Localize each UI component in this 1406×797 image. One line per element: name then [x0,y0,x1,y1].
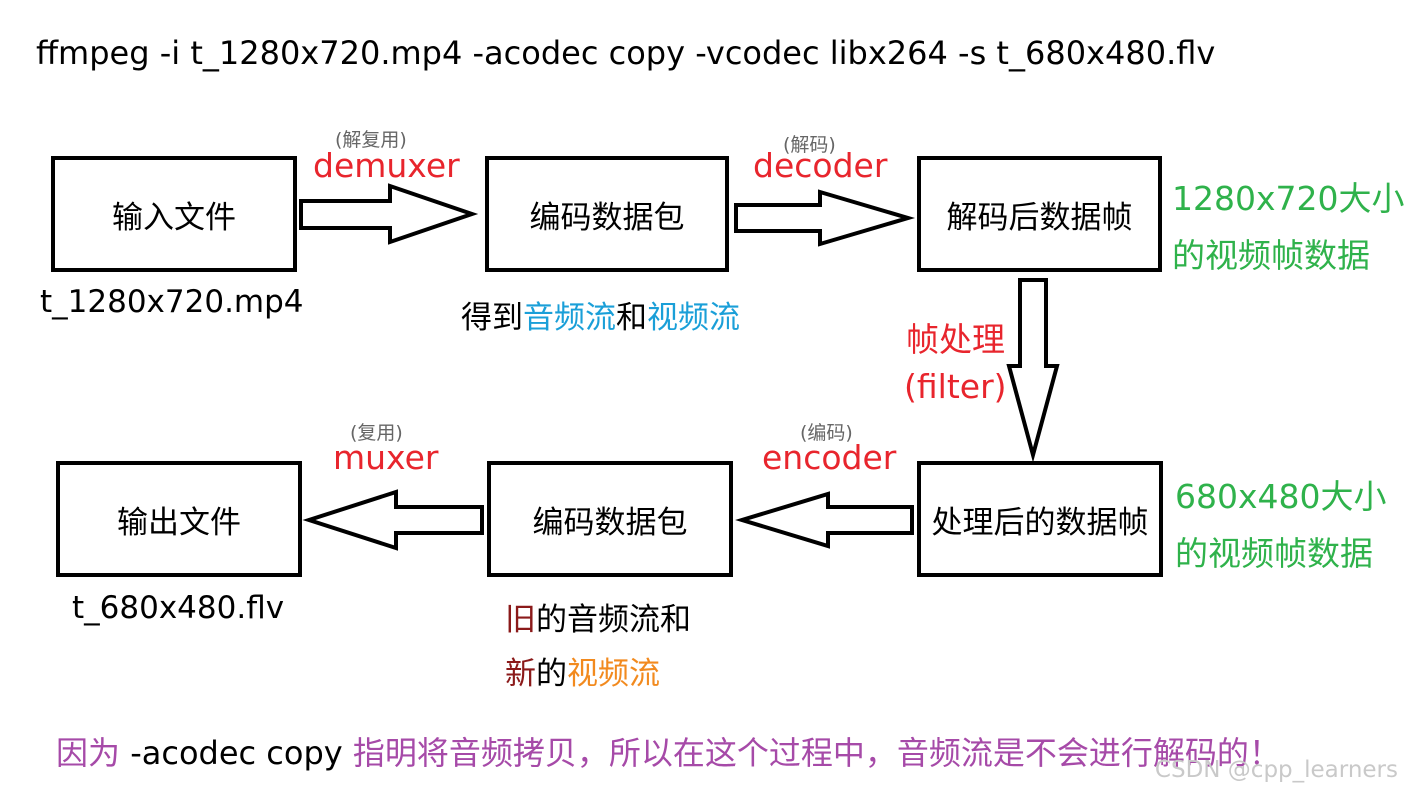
output-file-label: 输出文件 [117,504,241,541]
top-frame-size-line1: 1280x720大小 [1172,179,1405,218]
decoder-arrow [734,189,916,247]
note-part3: 指明将音频拷贝，所以在这个过程中，音频流是不会进行解码的！ [352,734,1281,772]
old-rest: 的音频流和 [536,602,691,638]
output-filename: t_680x480.flv [72,590,285,626]
old-char: 旧 [505,602,536,638]
bottom-frame-size-line1: 680x480大小 [1175,477,1387,516]
top-frame-size-line2: 的视频帧数据 [1172,236,1370,275]
processed-frames-label: 处理后的数据帧 [931,504,1149,541]
input-file-label: 输入文件 [112,199,236,236]
acodec-copy-note: 因为 -acodec copy 指明将音频拷贝，所以在这个过程中，音频流是不会进… [56,728,1281,774]
input-filename: t_1280x720.mp4 [40,284,304,320]
new-char: 新 [505,656,536,692]
encoder-label: encoder [762,438,897,477]
encoder-sub-label: (编码) [800,422,853,444]
muxer-label: muxer [333,438,439,477]
encoded-packets-bottom-label: 编码数据包 [532,504,688,541]
muxer-sub-label: (复用) [350,422,403,444]
got-and: 和 [616,300,647,336]
demuxer-arrow [299,183,479,245]
output-file-box: 输出文件 [56,461,302,577]
encoder-arrow [735,491,914,549]
new-video-caption: 新的视频流 [505,648,660,693]
decoder-label: decoder [753,146,888,185]
note-part1: 因为 [56,734,121,772]
new-de: 的 [536,656,567,692]
demuxer-sub-label: (解复用) [335,129,407,151]
filter-label-line2: (filter) [904,367,1007,406]
new-video-stream: 视频流 [567,656,660,692]
top-frame-size-note: 1280x720大小 的视频帧数据 [1172,170,1405,284]
note-part2: -acodec copy [120,734,353,772]
bottom-frame-size-note: 680x480大小 的视频帧数据 [1175,468,1387,582]
decoded-frames-label: 解码后数据帧 [946,199,1133,236]
demuxer-label: demuxer [313,146,460,185]
csdn-watermark: CSDN @cpp_learners [1154,757,1398,783]
encoded-packets-top-box: 编码数据包 [485,156,729,272]
old-audio-caption: 旧的音频流和 [505,594,691,639]
got-video-stream: 视频流 [647,300,740,336]
input-file-box: 输入文件 [51,156,297,272]
filter-label-line1: 帧处理 [906,320,1005,359]
processed-frames-box: 处理后的数据帧 [917,461,1163,577]
demux-result-caption: 得到音频流和视频流 [461,292,740,337]
filter-arrow [1006,278,1060,463]
encoded-packets-top-label: 编码数据包 [529,199,685,236]
got-prefix: 得到 [461,300,523,336]
decoder-sub-label: (解码) [783,134,836,156]
muxer-arrow [302,489,484,551]
encoded-packets-bottom-box: 编码数据包 [487,461,733,577]
decoded-frames-box: 解码后数据帧 [917,156,1162,272]
ffmpeg-command: ffmpeg -i t_1280x720.mp4 -acodec copy -v… [36,34,1216,72]
bottom-frame-size-line2: 的视频帧数据 [1175,534,1373,573]
got-audio-stream: 音频流 [523,300,616,336]
